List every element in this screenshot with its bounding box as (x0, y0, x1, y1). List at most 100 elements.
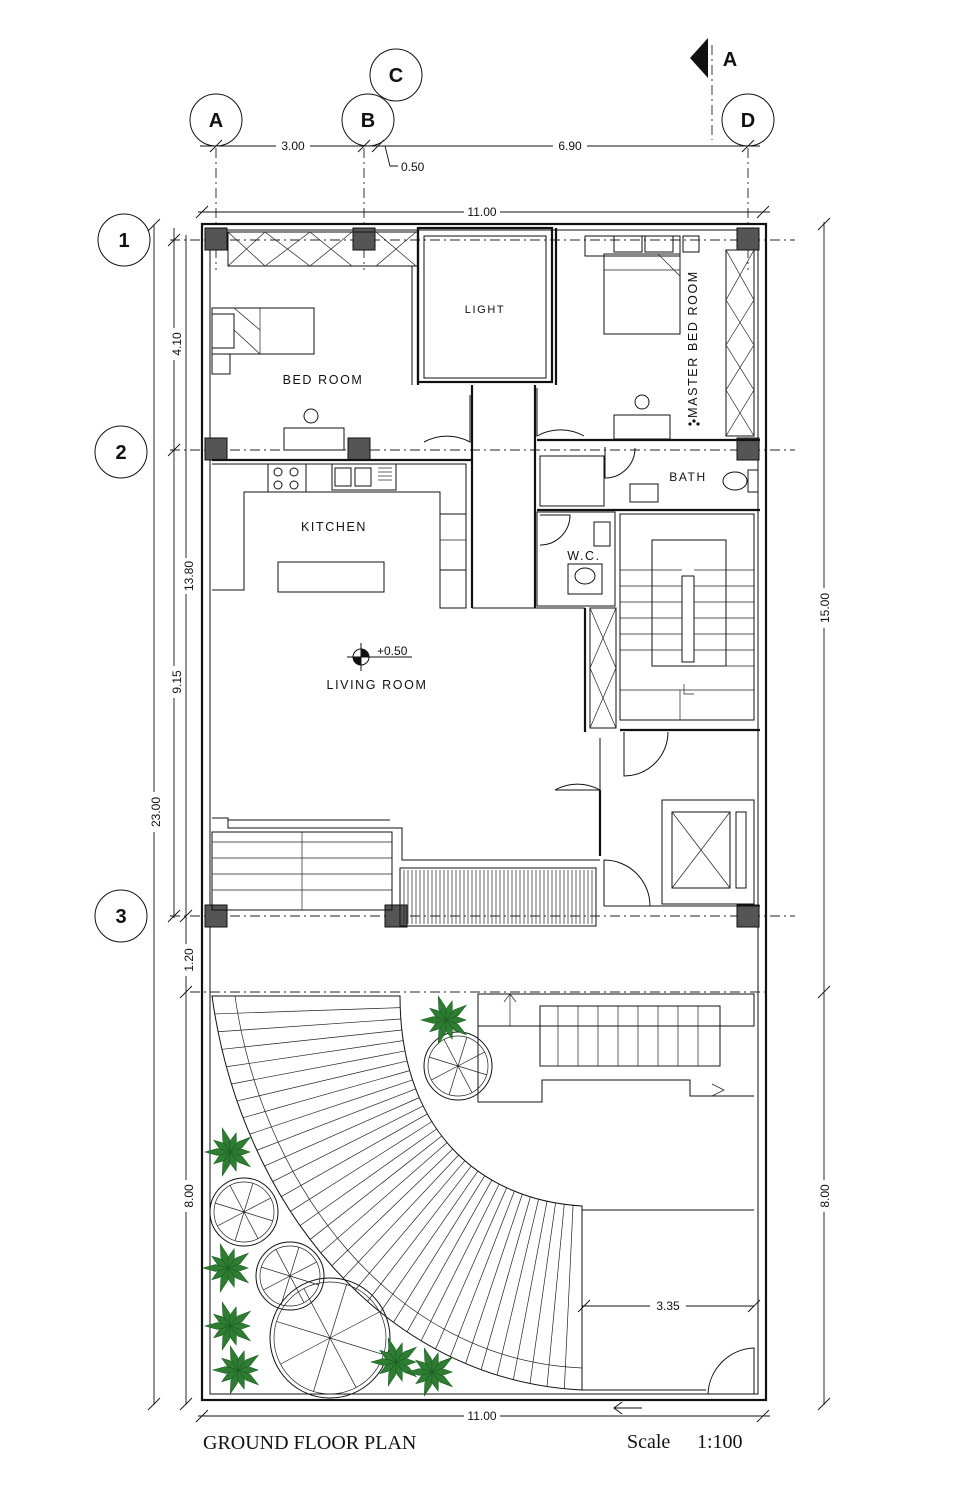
stair-tread (480, 1196, 531, 1370)
stair-tread (496, 1199, 539, 1376)
column-d1 (736, 227, 760, 251)
right-dimensions: 15.00 8.00 (817, 217, 832, 1411)
dim-overall-width-bottom: 11.00 (467, 1409, 496, 1423)
scale-label: Scale (627, 1431, 670, 1453)
dim-top-bd: 6.90 (558, 139, 582, 153)
plant-icon (405, 1347, 454, 1397)
stair-tread (331, 1148, 453, 1267)
stair-tread (264, 1097, 420, 1167)
room-label-wc: W.C. (567, 549, 600, 563)
curved-staircase-steps (214, 1007, 574, 1389)
dim-right-yard: 8.00 (818, 1184, 832, 1208)
plant-icon (203, 1127, 252, 1177)
level-marker: +0.50 (377, 644, 408, 658)
room-label-bed-room: BED ROOM (283, 373, 364, 387)
grid-bubble-3 (94, 889, 148, 943)
stair-tread (299, 1128, 437, 1226)
stair-tread (435, 1187, 508, 1350)
stair-tread (281, 1113, 428, 1197)
internal-staircase (619, 513, 760, 777)
stair-tread (290, 1121, 433, 1212)
section-marker-label: A (723, 49, 737, 71)
column-d3 (736, 904, 760, 928)
stair-tread (231, 1050, 406, 1085)
plant-icon (419, 995, 468, 1045)
stair-tread (320, 1142, 448, 1254)
column-b1 (352, 227, 376, 251)
stair-tread (236, 1060, 408, 1102)
dim-left-total: 23.00 (149, 797, 163, 827)
stair-tread (214, 1007, 401, 1015)
room-label-bath: BATH (669, 470, 707, 484)
stair-tread (546, 1204, 565, 1387)
bath: BATH (537, 419, 760, 512)
stair-tread (243, 1070, 410, 1119)
yard-trees (209, 1031, 493, 1399)
tree-icon (209, 1177, 279, 1247)
column-a2 (204, 437, 228, 461)
dim-left-living: 9.15 (170, 670, 184, 694)
left-dimensions: 4.10 13.80 9.15 23.00 1.20 8.00 (147, 218, 196, 1411)
scale-value: 1:100 (697, 1431, 743, 1453)
dim-left-front: 1.20 (182, 948, 196, 972)
room-label-master-bed-room: MASTER BED ROOM (686, 270, 700, 418)
room-label-living-room: LIVING ROOM (327, 678, 428, 692)
dim-left-yard: 8.00 (182, 1184, 196, 1208)
grid-label-3: 3 (115, 906, 126, 928)
stair-tread (393, 1175, 486, 1323)
plant-icon (203, 1301, 252, 1351)
dim-yard-inner: 3.35 (656, 1299, 680, 1313)
entrance-ramp (403, 870, 593, 924)
stair-tread (563, 1205, 574, 1389)
yard-plants (201, 995, 468, 1397)
room-label-light: LIGHT (465, 304, 505, 316)
wc: W.C. (536, 511, 616, 607)
plant-icon (369, 1337, 418, 1387)
grid-label-d: D (741, 110, 755, 132)
structural-columns (204, 227, 760, 928)
grid-label-b: B (361, 110, 375, 132)
grid-bubble-c (369, 48, 423, 102)
grid-label-a: A (209, 110, 223, 132)
stair-tread (450, 1191, 515, 1357)
kitchen: KITCHEN (212, 458, 472, 609)
dim-left-row23: 13.80 (182, 561, 196, 591)
tree-icon (269, 1277, 391, 1399)
stair-tread (367, 1165, 472, 1302)
dim-top-ab: 3.00 (281, 139, 305, 153)
stair-tread (420, 1183, 500, 1341)
yard (190, 991, 770, 1391)
outer-walls (200, 222, 768, 1402)
grid-label-c: C (389, 65, 403, 87)
column-a3 (204, 904, 228, 928)
stair-tread (354, 1160, 466, 1291)
stair-tread (309, 1135, 442, 1240)
column-a1 (204, 227, 228, 251)
stair-tread (256, 1088, 416, 1151)
stair-tread (272, 1105, 424, 1182)
column-d2 (736, 437, 760, 461)
stair-tread (249, 1079, 413, 1135)
tree-icon (423, 1031, 493, 1101)
master-bed-room: MASTER BED ROOM (536, 228, 760, 442)
stair-tread (529, 1202, 556, 1384)
section-arrow-icon (690, 38, 708, 78)
dim-top-offset: 0.50 (401, 160, 425, 174)
dim-left-row12: 4.10 (170, 332, 184, 356)
plant-icon (211, 1345, 260, 1395)
dim-overall-width-top: 11.00 (467, 205, 496, 219)
grid-bubble-2 (94, 425, 148, 479)
stair-tread (218, 1018, 401, 1033)
plan-title: GROUND FLOOR PLAN (203, 1432, 416, 1454)
grid-label-1: 1 (118, 230, 129, 252)
elevator (603, 799, 760, 907)
column-b2 (347, 437, 371, 461)
grid-axes: A B C D A 1 2 3 (94, 38, 795, 943)
light-well: LIGHT (416, 226, 554, 384)
stair-tread (465, 1194, 523, 1364)
grid-label-2: 2 (115, 442, 126, 464)
yard-details: 3.35 (477, 993, 761, 1415)
plant-icon (201, 1243, 250, 1293)
stair-tread (226, 1040, 404, 1068)
